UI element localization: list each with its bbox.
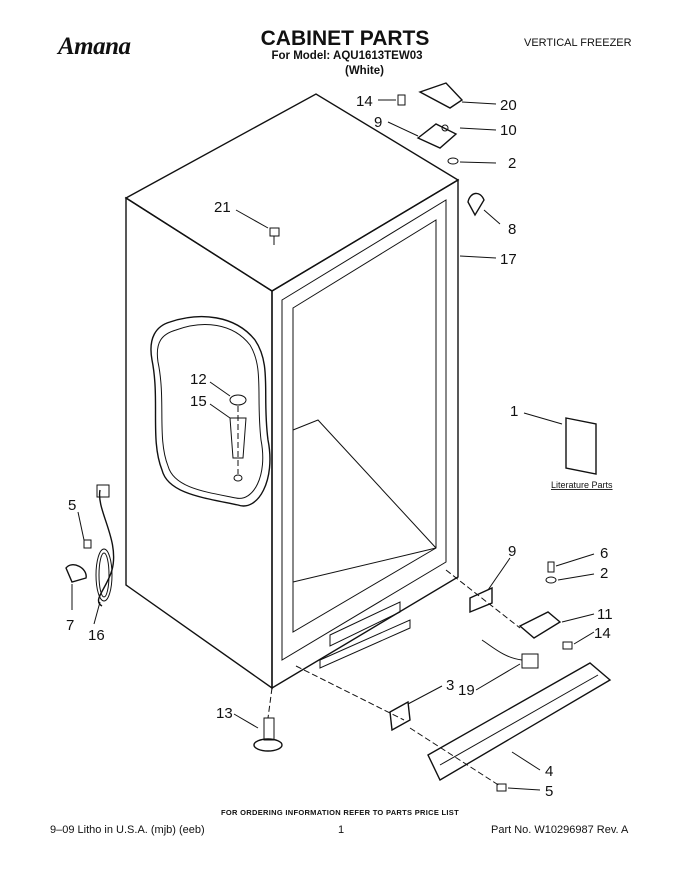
leader-lines: [71, 99, 595, 791]
callout: 9: [508, 543, 516, 560]
callout: 1: [510, 403, 518, 420]
cabinet-body: [124, 93, 460, 690]
brand-logo: Amana: [58, 33, 131, 60]
callout: 5: [545, 783, 553, 800]
callout: 14: [356, 93, 373, 110]
model-line: For Model: AQU1613TEW03: [271, 50, 423, 62]
part-number: Part No. W10296987 Rev. A: [491, 824, 629, 836]
footer-litho: 9–09 Litho in U.S.A. (mjb) (eeb): [50, 824, 205, 836]
callout: 21: [214, 199, 231, 216]
callout: 13: [216, 705, 233, 722]
callout: 3: [446, 677, 454, 694]
callout: 6: [600, 545, 608, 562]
callout: 5: [68, 497, 76, 514]
callout: 8: [508, 221, 516, 238]
callout: 7: [66, 617, 74, 634]
callout: 11: [597, 606, 613, 623]
callout: 2: [600, 565, 608, 582]
callout: 9: [374, 114, 382, 131]
category-label: VERTICAL FREEZER: [524, 37, 632, 49]
color-line: (White): [345, 65, 384, 77]
callout: 16: [88, 627, 105, 644]
page-title: CABINET PARTS: [260, 27, 430, 50]
callout: 19: [458, 682, 475, 699]
callout: 15: [190, 393, 207, 410]
callout: 20: [500, 97, 517, 114]
callout: 10: [500, 122, 517, 139]
callout: 12: [190, 371, 207, 388]
callout: 4: [545, 763, 553, 780]
callout-labels: 14 20 9 10 2 8 21 17 12 15 1 5 9 6 2 7 1…: [66, 93, 613, 800]
callout: 2: [508, 155, 516, 172]
ordering-note: FOR ORDERING INFORMATION REFER TO PARTS …: [221, 808, 459, 817]
callout: 14: [594, 625, 611, 642]
page-number: 1: [338, 824, 345, 836]
callout: 17: [500, 251, 517, 268]
part-drawings: [65, 82, 612, 792]
literature-parts-label: Literature Parts: [551, 480, 613, 490]
